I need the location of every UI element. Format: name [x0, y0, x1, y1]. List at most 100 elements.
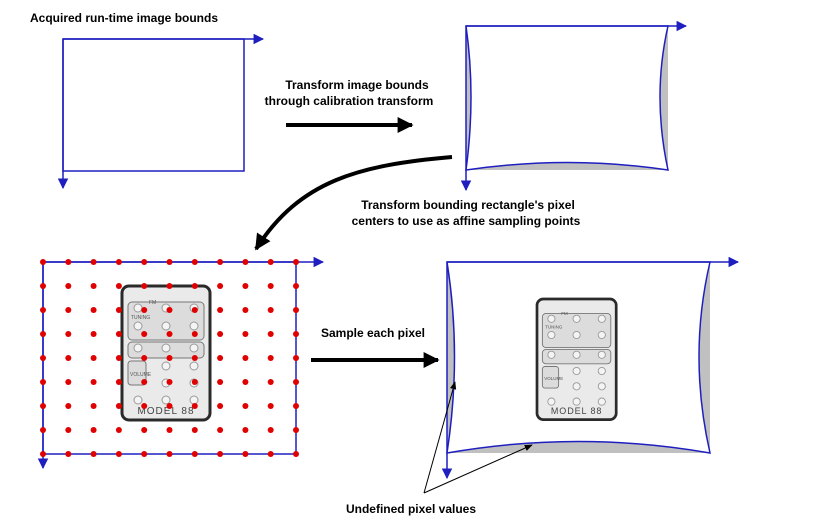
sample-label: Sample each pixel	[321, 326, 425, 340]
sampling-point	[115, 259, 122, 265]
sampling-point	[242, 403, 249, 409]
sampling-point	[267, 379, 274, 385]
sampling-point	[65, 403, 72, 409]
sampling-point	[217, 379, 224, 385]
sampling-point	[267, 331, 274, 337]
sampling-point	[191, 379, 198, 385]
sampling-point	[90, 307, 97, 313]
sampling-point	[40, 355, 46, 361]
sampling-point	[242, 451, 249, 457]
pointer-bottom-gap	[423, 444, 533, 494]
sampling-point	[242, 283, 249, 289]
sampling-point	[90, 451, 97, 457]
sampling-point	[293, 307, 299, 313]
remote-fm-label: FM	[561, 311, 568, 316]
sampling-point	[40, 307, 46, 313]
sampling-point	[40, 451, 46, 457]
distorted-bounds	[465, 25, 669, 171]
transform-label-2: through calibration transform	[265, 94, 434, 108]
sampling-point	[65, 283, 72, 289]
sampling-point	[166, 379, 173, 385]
sampling-point	[40, 427, 46, 433]
sampling-point	[141, 355, 148, 361]
sampling-point	[166, 355, 173, 361]
sampling-point	[242, 379, 249, 385]
pointer-left-gap	[423, 381, 457, 494]
sampling-point	[166, 427, 173, 433]
sampling-point	[293, 259, 299, 265]
bounding-label-2: centers to use as affine sampling points	[352, 214, 581, 228]
remote-tuning-label: TUNING	[131, 315, 150, 321]
sampling-point	[40, 331, 46, 337]
sampling-point	[191, 451, 198, 457]
sampling-point	[141, 451, 148, 457]
sampling-point	[191, 355, 198, 361]
acquired-bounds-rect	[62, 38, 245, 172]
sampling-point	[267, 259, 274, 265]
sampling-point	[90, 403, 97, 409]
sampling-point	[90, 427, 97, 433]
sampling-point	[191, 427, 198, 433]
sampling-point	[141, 259, 148, 265]
sampling-point	[65, 307, 72, 313]
sampling-point	[217, 451, 224, 457]
sampling-point	[191, 331, 198, 337]
sampling-point	[115, 451, 122, 457]
sampling-point	[115, 427, 122, 433]
sampling-point	[141, 379, 148, 385]
sampling-point	[115, 403, 122, 409]
sampling-point	[166, 283, 173, 289]
sampling-point	[191, 283, 198, 289]
sampling-point	[115, 283, 122, 289]
sampling-point	[191, 403, 198, 409]
resampled-panel: FM TUNING VOLUME MODEL 88	[441, 256, 740, 480]
sampling-point	[115, 379, 122, 385]
sampling-point	[115, 355, 122, 361]
sampling-point	[267, 451, 274, 457]
sampling-point	[141, 403, 148, 409]
sampling-point	[40, 379, 46, 385]
acquired-bounds-panel: Acquired run-time image bounds	[30, 11, 265, 190]
sampling-point	[267, 427, 274, 433]
sampling-grid-panel: FM TUNING VOLUME MODEL 88	[37, 256, 325, 470]
sampling-point	[267, 283, 274, 289]
sampling-points	[40, 259, 299, 457]
sampling-point	[65, 451, 72, 457]
sampling-point	[141, 427, 148, 433]
sampling-point	[217, 331, 224, 337]
sampling-point	[242, 259, 249, 265]
sampling-point	[40, 283, 46, 289]
sampling-point	[166, 259, 173, 265]
curved-arrow	[254, 155, 453, 251]
sampling-point	[166, 403, 173, 409]
sampling-point	[293, 331, 299, 337]
sampling-point	[141, 307, 148, 313]
sampling-point	[115, 307, 122, 313]
bounding-label-1: Transform bounding rectangle's pixel	[361, 198, 575, 212]
remote-image: FM TUNING VOLUME MODEL 88	[535, 297, 618, 421]
sampling-point	[65, 331, 72, 337]
sampling-point	[242, 427, 249, 433]
sampling-point	[191, 259, 198, 265]
sampling-point	[293, 355, 299, 361]
sampling-point	[293, 403, 299, 409]
sampling-point	[166, 307, 173, 313]
sampling-point	[90, 331, 97, 337]
sampling-point	[293, 427, 299, 433]
sampling-point	[217, 355, 224, 361]
sampling-point	[191, 307, 198, 313]
sampling-point	[141, 331, 148, 337]
sampling-point	[267, 403, 274, 409]
transformed-bounds-panel	[460, 20, 688, 192]
sampling-point	[141, 283, 148, 289]
sampling-point	[65, 379, 72, 385]
sampling-point	[65, 427, 72, 433]
sampling-point	[65, 355, 72, 361]
sampling-point	[90, 259, 97, 265]
remote-model-label: MODEL 88	[137, 406, 194, 417]
undefined-label: Undefined pixel values	[346, 502, 476, 516]
sampling-point	[166, 451, 173, 457]
sampling-point	[217, 283, 224, 289]
sampling-point	[217, 259, 224, 265]
sampling-point	[90, 355, 97, 361]
